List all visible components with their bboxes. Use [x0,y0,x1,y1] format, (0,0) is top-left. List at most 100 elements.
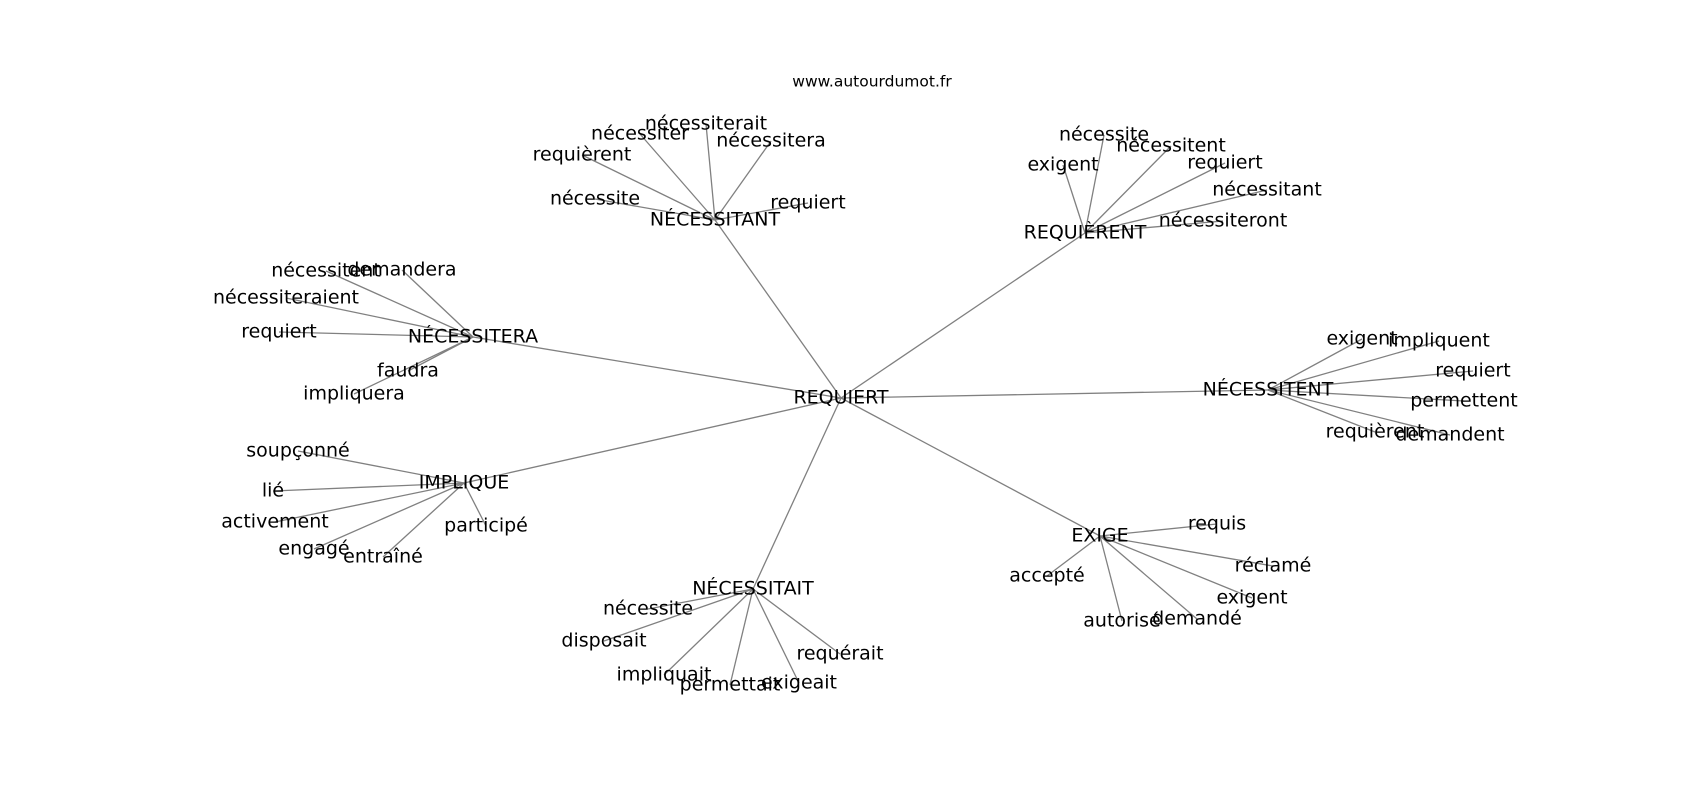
leaf-node-activement: activement [221,511,328,533]
edge-necessitera-requiert [278,331,474,338]
leaf-node-participe: participé [444,515,528,537]
leaf-node-soupconne: soupçonné [246,440,349,462]
edge-requierent-necessite [1084,134,1105,234]
leaf-node-necessite: nécessite [1059,124,1149,146]
edge-center-exige [840,397,1101,537]
leaf-node-demandent: demandent [1395,424,1504,446]
graph-edges [272,123,1474,686]
edge-necessitait-necessite [647,588,754,610]
leaf-node-necessite: nécessite [603,598,693,620]
leaf-node-necessitera: nécessitera [716,130,826,152]
edge-implique-activement [274,482,465,523]
edge-center-requierent [840,232,1086,399]
edge-exige-exigent [1099,535,1253,599]
leaf-node-faudra: faudra [377,360,439,382]
edge-requierent-necessiteront [1084,220,1224,234]
leaf-node-necessiterait: nécessiterait [645,113,767,135]
leaf-node-impliquait: impliquait [617,664,712,686]
leaf-node-exigent: exigent [1027,154,1098,176]
leaf-node-demandera: demandera [347,259,456,281]
edge-necessitent-demandent [1267,389,1451,436]
leaf-node-reclame: réclamé [1235,555,1312,577]
edge-implique-engage [313,482,465,550]
edge-exige-reclame [1099,535,1274,567]
edge-necessitait-permettait [729,588,754,686]
leaf-node-permettait: permettait [680,674,781,696]
edge-necessitera-necessiteraient [285,297,474,338]
edge-necessitera-impliquera [353,336,474,395]
leaf-node-lie: lié [262,480,284,502]
edge-requierent-necessitant [1084,189,1268,234]
edge-necessitant-necessite [594,198,716,221]
leaf-node-requiert: requiert [1187,152,1262,174]
edge-center-necessitait [752,397,842,590]
leaf-node-requiert: requiert [1435,360,1510,382]
edge-requierent-necessitent [1084,145,1172,234]
edge-necessitent-requiert [1267,370,1474,391]
leaf-node-autorise: autorisé [1083,610,1160,632]
leaf-node-necessitant: nécessitant [1212,179,1322,201]
hub-node-necessitait: NÉCESSITAIT [692,577,814,600]
hub-node-implique: IMPLIQUE [419,472,510,494]
edge-necessitant-necessiter [639,133,716,221]
leaf-node-disposait: disposait [561,630,646,652]
edge-necessitait-impliquait [663,588,754,676]
edge-necessitant-necessiterait [705,123,716,221]
leaf-node-necessiteront: nécessiteront [1159,210,1288,232]
leaf-node-necessiteraient: nécessiteraient [213,287,359,309]
edge-requierent-exigent [1062,164,1086,234]
leaf-node-requis: requis [1188,513,1246,535]
leaf-node-necessitent: nécessitent [271,260,381,282]
leaf-node-exigeait: exigeait [761,672,837,694]
leaf-node-exigent: exigent [1326,328,1397,350]
leaf-node-entraine: entraîné [343,546,423,568]
edge-necessitant-necessitera [714,140,772,221]
edge-necessitera-demandera [401,269,474,338]
edge-center-necessitera [472,336,842,399]
edge-center-implique [463,397,842,484]
edge-necessitent-exigent [1267,338,1363,391]
leaf-node-requerait: requérait [796,643,883,665]
edge-implique-lie [272,482,465,492]
leaf-node-requiert: requiert [770,192,845,214]
leaf-node-impliquera: impliquera [303,383,405,405]
edge-exige-accepte [1046,535,1101,577]
leaf-node-necessite: nécessite [550,188,640,210]
leaf-node-exigent: exigent [1216,587,1287,609]
edge-necessitent-permettent [1267,389,1465,402]
edge-exige-autorise [1099,535,1123,622]
edge-necessitant-requiert [714,202,809,221]
leaf-node-requiert: requiert [241,321,316,343]
leaf-node-demande: demandé [1152,608,1242,630]
edge-requierent-requiert [1084,162,1226,234]
edge-necessitent-impliquent [1267,340,1440,391]
edge-center-necessitant [714,219,842,399]
edge-implique-soupconne [297,450,465,484]
hub-node-necessitent: NÉCESSITENT [1203,378,1334,401]
hub-node-requierent: REQUIÈRENT [1024,221,1147,244]
edge-necessitera-necessitent [325,270,474,338]
leaf-node-permettent: permettent [1410,390,1518,412]
center-node: REQUIERT [793,387,888,409]
hub-node-necessitant: NÉCESSITANT [650,208,781,231]
leaf-node-impliquent: impliquent [1388,330,1490,352]
hub-node-exige: EXIGE [1071,525,1128,547]
edge-necessitait-exigeait [752,588,800,684]
leaf-node-requierent: requièrent [1326,421,1425,443]
edge-exige-demande [1099,535,1198,620]
leaf-node-accepte: accepté [1009,565,1084,587]
edge-necessitait-disposait [603,588,754,642]
leaf-node-engage: engagé [278,538,349,560]
site-watermark: www.autourdumot.fr [792,73,952,91]
leaf-node-necessiter: nécessiter [591,123,689,145]
edge-necessitant-requierent [581,154,716,221]
edge-exige-requis [1099,523,1218,537]
edge-implique-participe [463,482,487,527]
edge-necessitent-requierent [1267,389,1376,433]
edge-center-necessitent [840,389,1269,399]
leaf-node-requierent: requièrent [533,144,632,166]
leaf-node-necessitent: nécessitent [1116,135,1226,157]
edge-implique-entraine [382,482,465,558]
graph-labels: REQUIERTNÉCESSITANTnécessiteraitnécessit… [213,113,1518,696]
